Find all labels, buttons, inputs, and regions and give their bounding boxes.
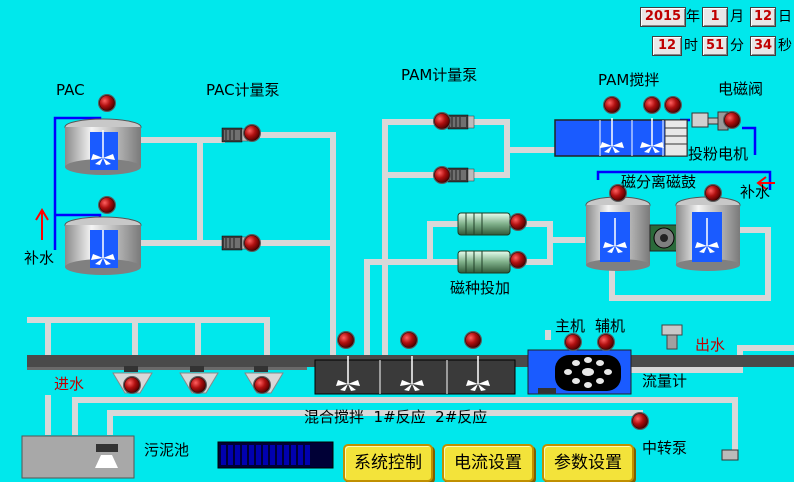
solenoid-valve: [691, 111, 731, 131]
label-magnetic-drum: 磁分离磁鼓: [621, 173, 697, 191]
label-main-unit: 主机: [555, 317, 586, 335]
label-transfer: 中转泵: [642, 439, 688, 457]
hour-field[interactable]: 12: [652, 36, 682, 56]
label-water-in: 进水: [54, 375, 85, 393]
label-magnetic-seed: 磁种投加: [450, 279, 511, 297]
date-display: 2015 年 1 月 12 日: [640, 7, 794, 27]
label-pam-mix: PAM搅拌: [598, 71, 660, 89]
pac-tank-1: [64, 118, 142, 175]
day-field[interactable]: 12: [750, 7, 776, 27]
minute-field[interactable]: 51: [702, 36, 728, 56]
reaction-tanks: [314, 355, 516, 395]
pac-tank-2: [64, 216, 142, 275]
day-unit: 日: [778, 9, 792, 25]
transfer-pump: [721, 449, 739, 461]
year-unit: 年: [686, 9, 700, 25]
flowmeter-device: [661, 324, 683, 350]
second-field[interactable]: 34: [750, 36, 776, 56]
hour-unit: 时: [684, 38, 698, 54]
hopper-valves: [124, 366, 268, 372]
magnetic-separation-tank: [585, 196, 651, 271]
label-pac-pump: PAC计量泵: [206, 81, 280, 99]
month-field[interactable]: 1: [702, 7, 728, 27]
label-water-supply-left: 补水: [24, 249, 55, 267]
label-pam-pump: PAM计量泵: [401, 66, 478, 84]
pam-pump-2: [447, 167, 475, 183]
label-pac: PAC: [56, 81, 85, 99]
label-aux-unit: 辅机: [595, 317, 626, 335]
main-separator: [527, 349, 632, 395]
drum-tank-2: [675, 196, 741, 271]
progress-bar: [217, 441, 334, 469]
year-field[interactable]: 2015: [640, 7, 686, 27]
label-water-out: 出水: [695, 336, 726, 354]
pam-mixing-tank: [554, 117, 688, 157]
label-solenoid-valve: 电磁阀: [718, 80, 764, 98]
minute-unit: 分: [730, 38, 744, 54]
water-supply-arrows: [35, 176, 775, 240]
current-settings-button[interactable]: 电流设置: [442, 444, 534, 482]
month-unit: 月: [730, 9, 744, 25]
label-mix-reaction: 混合搅拌 1#反应 2#反应: [304, 408, 488, 426]
parameter-settings-button[interactable]: 参数设置: [542, 444, 634, 482]
magnetic-drum: [649, 224, 679, 252]
seed-pump-1: [457, 212, 511, 236]
system-control-button[interactable]: 系统控制: [343, 444, 433, 482]
time-display: 12 时 51 分 34 秒: [652, 36, 794, 56]
label-water-supply-right: 补水: [740, 183, 771, 201]
seed-pump-2: [457, 250, 511, 274]
label-powder-motor: 投粉电机: [688, 145, 749, 163]
label-sludge-tank: 污泥池: [144, 441, 190, 459]
pam-pump-1: [447, 114, 475, 130]
sludge-tank: [21, 435, 135, 479]
label-flowmeter: 流量计: [642, 372, 688, 390]
second-unit: 秒: [778, 38, 792, 54]
